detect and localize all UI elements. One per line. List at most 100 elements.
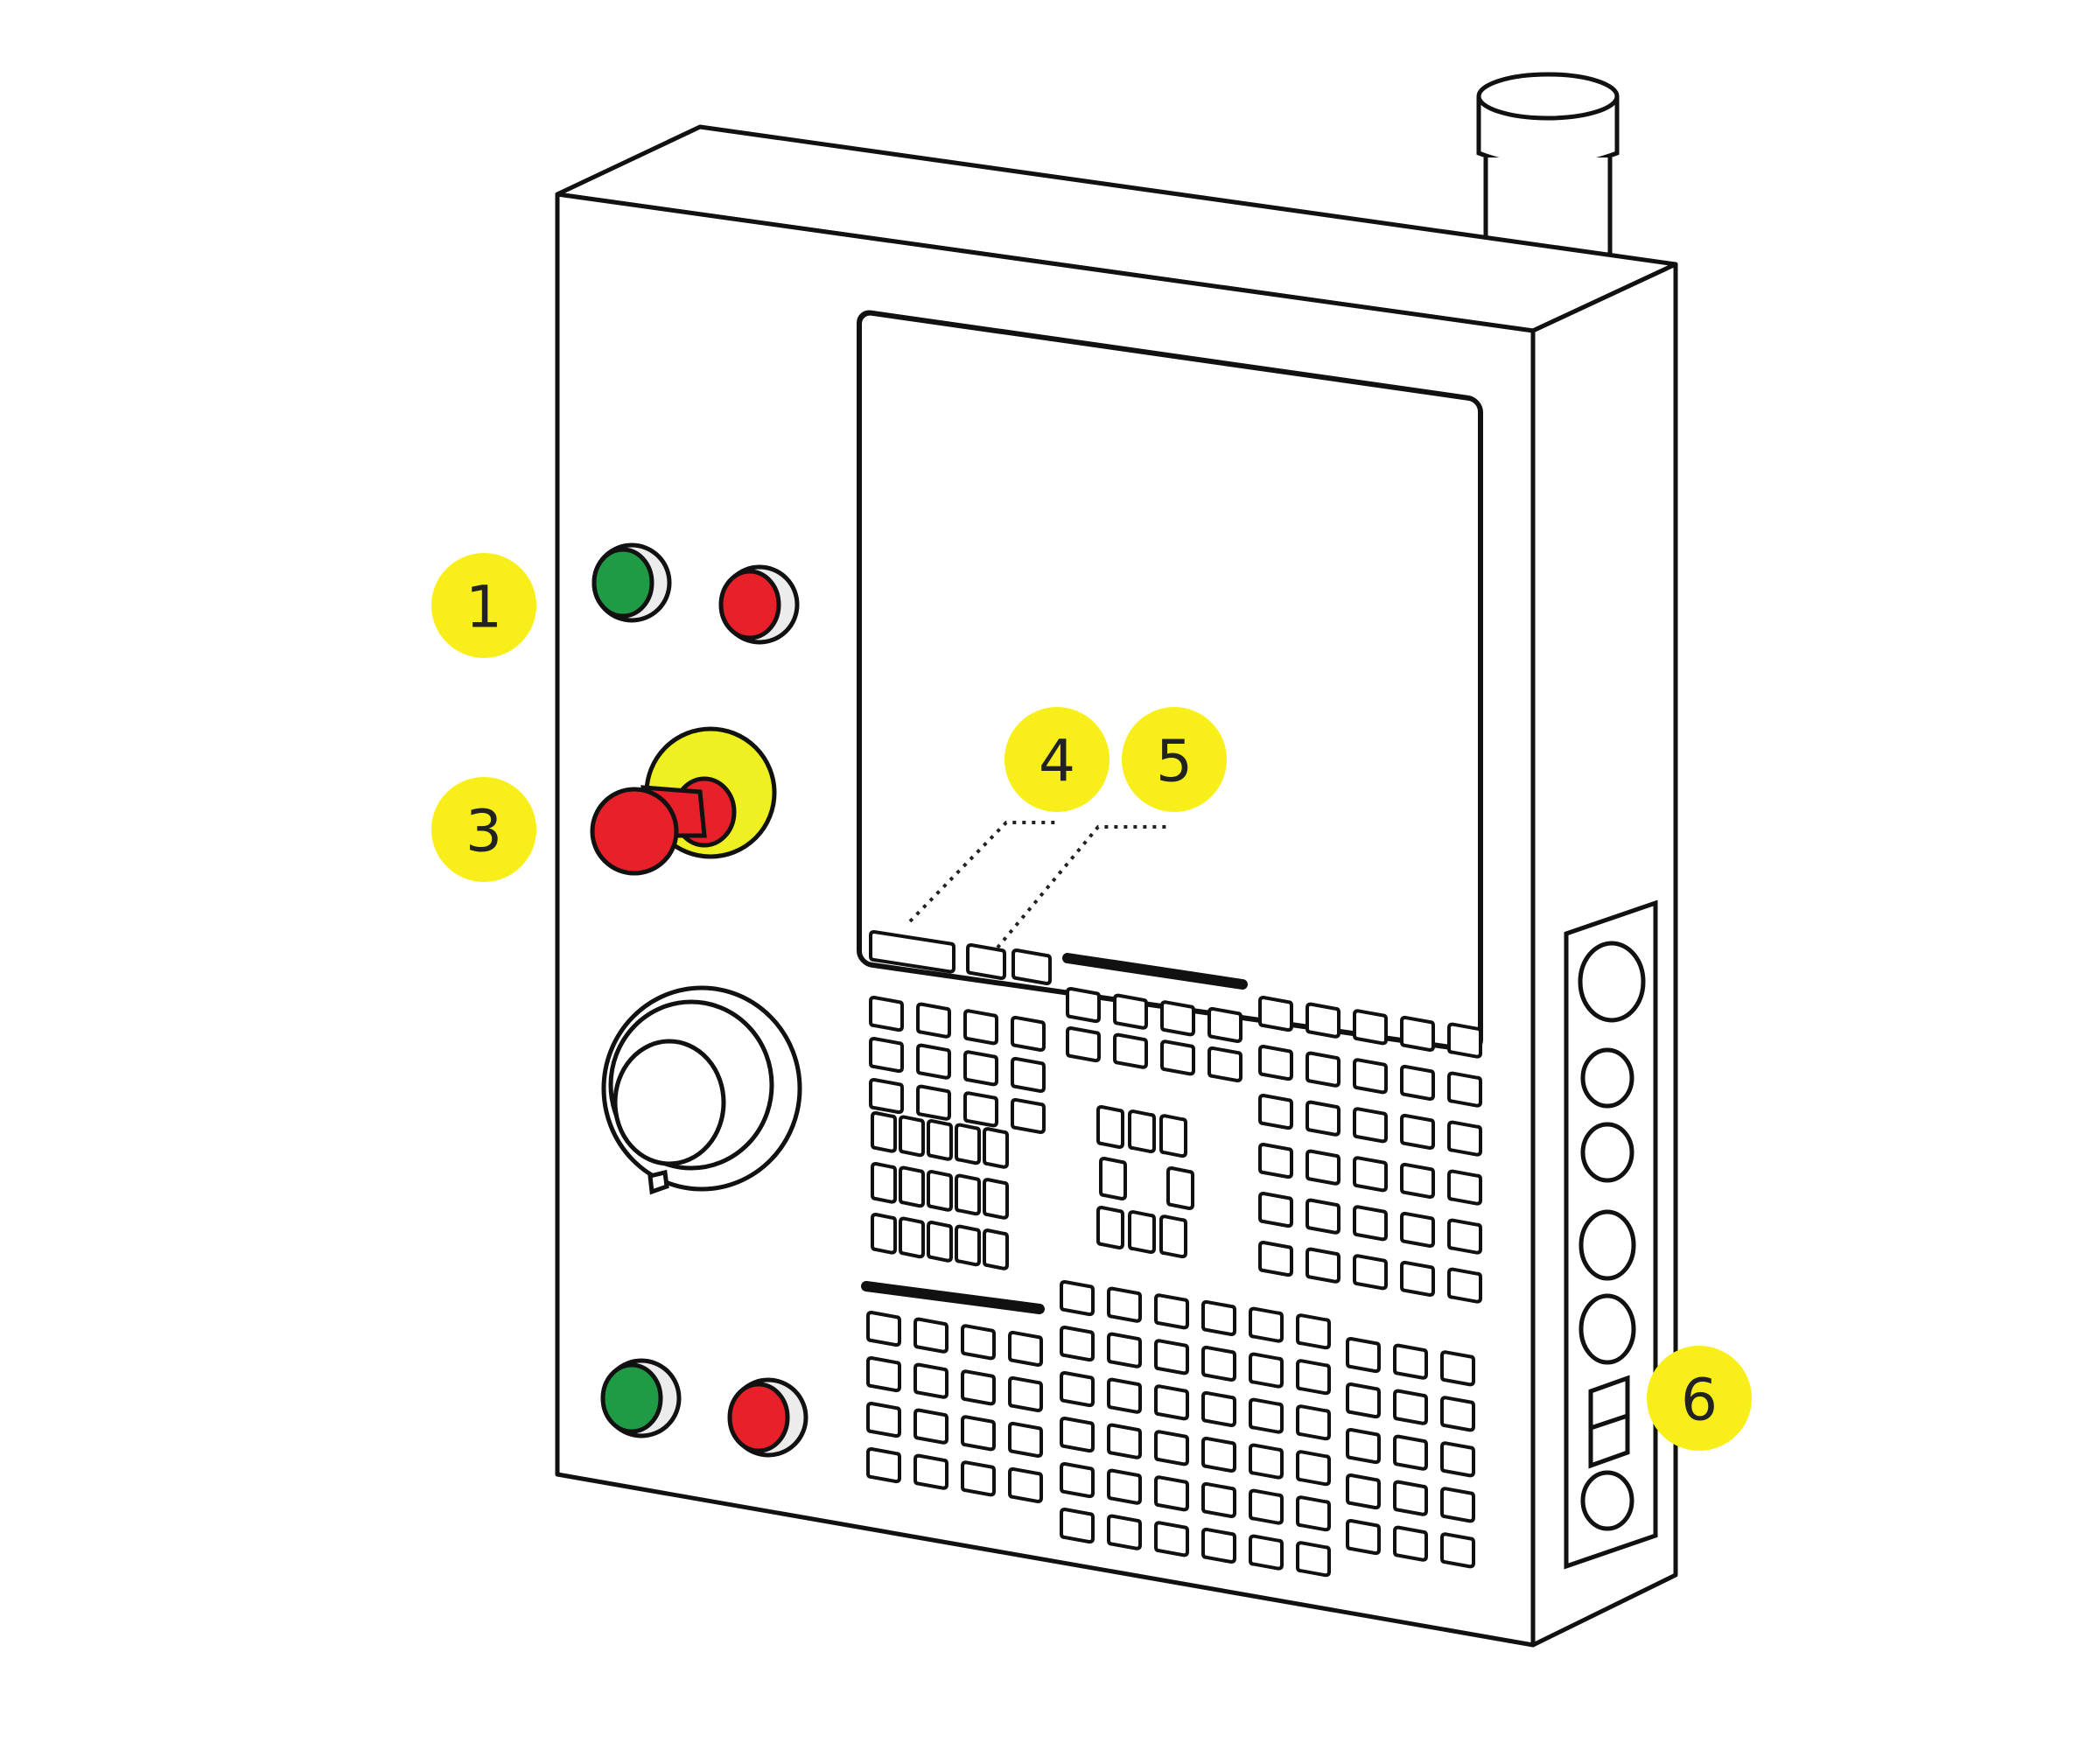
key[interactable] [1107,1468,1142,1505]
key[interactable] [1249,1534,1284,1571]
key[interactable] [914,1408,948,1445]
key[interactable] [869,995,904,1032]
lower-start-button[interactable] [600,1358,682,1438]
key[interactable] [1346,1382,1381,1419]
key[interactable] [871,1212,897,1255]
key[interactable] [914,1317,948,1354]
key[interactable] [955,1173,981,1216]
function-key-4[interactable] [966,942,1006,980]
key[interactable] [1306,1198,1340,1235]
key[interactable] [983,1127,1009,1169]
key[interactable] [927,1119,953,1161]
key[interactable] [983,1228,1009,1270]
key[interactable] [1096,1104,1124,1149]
key[interactable] [899,1115,925,1158]
key[interactable] [1011,1097,1046,1135]
key[interactable] [927,1170,953,1212]
key[interactable] [1099,1156,1127,1200]
key[interactable] [1400,1260,1435,1298]
key[interactable] [1154,1475,1189,1512]
key[interactable] [983,1178,1009,1220]
key[interactable] [1393,1480,1428,1516]
key[interactable] [1201,1436,1236,1474]
key[interactable] [866,1310,901,1348]
key[interactable] [916,1084,951,1121]
function-key-5[interactable] [1012,948,1052,985]
key[interactable] [1060,1461,1095,1499]
key[interactable] [1296,1541,1331,1578]
key[interactable] [1393,1434,1428,1471]
key[interactable] [871,1110,897,1153]
key[interactable] [1393,1389,1428,1425]
key[interactable] [1066,986,1101,1024]
key[interactable] [1208,1046,1242,1083]
key[interactable] [1208,1006,1242,1044]
key[interactable] [1128,1110,1156,1154]
key[interactable] [1060,1507,1095,1544]
key[interactable] [927,1221,953,1263]
key[interactable] [961,1324,996,1361]
key[interactable] [1353,1107,1388,1144]
key[interactable] [1447,1022,1482,1059]
key[interactable] [916,1043,951,1080]
key[interactable] [1353,1254,1388,1291]
key[interactable] [1107,1514,1142,1550]
key[interactable] [1249,1306,1284,1343]
key[interactable] [1249,1488,1284,1525]
key[interactable] [1008,1330,1043,1368]
key[interactable] [1201,1527,1236,1564]
key[interactable] [1166,1166,1194,1210]
key[interactable] [1258,1093,1293,1130]
key[interactable] [1400,1064,1435,1102]
key[interactable] [1060,1370,1095,1408]
key[interactable] [1201,1299,1236,1337]
key[interactable] [1201,1481,1236,1519]
key[interactable] [1066,1026,1101,1063]
key[interactable] [1060,1279,1095,1317]
key[interactable] [1159,1214,1187,1259]
key[interactable] [1060,1416,1095,1453]
key[interactable] [1440,1350,1475,1387]
key[interactable] [869,1036,904,1074]
key[interactable] [1353,1156,1388,1193]
key[interactable] [1258,1142,1293,1180]
key[interactable] [1154,1430,1189,1466]
key[interactable] [1306,1002,1340,1039]
key[interactable] [899,1166,925,1208]
key[interactable] [1393,1525,1428,1562]
key[interactable] [1353,1058,1388,1095]
key[interactable] [1296,1404,1331,1441]
key[interactable] [1353,1205,1388,1242]
key[interactable] [961,1460,996,1497]
key[interactable] [1128,1210,1156,1255]
key[interactable] [1060,1325,1095,1362]
key[interactable] [955,1123,981,1166]
key[interactable] [1346,1336,1381,1374]
key[interactable] [955,1224,981,1267]
key[interactable] [1096,1205,1124,1250]
key[interactable] [1400,1113,1435,1151]
key[interactable] [1440,1487,1475,1523]
key[interactable] [1447,1267,1482,1304]
key[interactable] [1353,1009,1388,1046]
key[interactable] [1107,1332,1142,1368]
key[interactable] [1154,1293,1189,1330]
key[interactable] [1306,1149,1340,1186]
key[interactable] [1346,1473,1381,1510]
cycle-start-button[interactable] [592,542,672,623]
key[interactable] [1258,995,1293,1032]
key[interactable] [1154,1521,1189,1558]
key[interactable] [961,1415,996,1452]
key[interactable] [961,1369,996,1406]
key[interactable] [1008,1421,1043,1459]
key[interactable] [963,1091,998,1128]
key[interactable] [1447,1218,1482,1255]
key[interactable] [1346,1518,1381,1556]
key[interactable] [1160,1000,1195,1037]
key[interactable] [1258,1191,1293,1228]
key[interactable] [1107,1423,1142,1460]
key[interactable] [1201,1345,1236,1382]
key[interactable] [1258,1240,1293,1278]
key[interactable] [1400,1015,1435,1053]
key[interactable] [1201,1390,1236,1428]
